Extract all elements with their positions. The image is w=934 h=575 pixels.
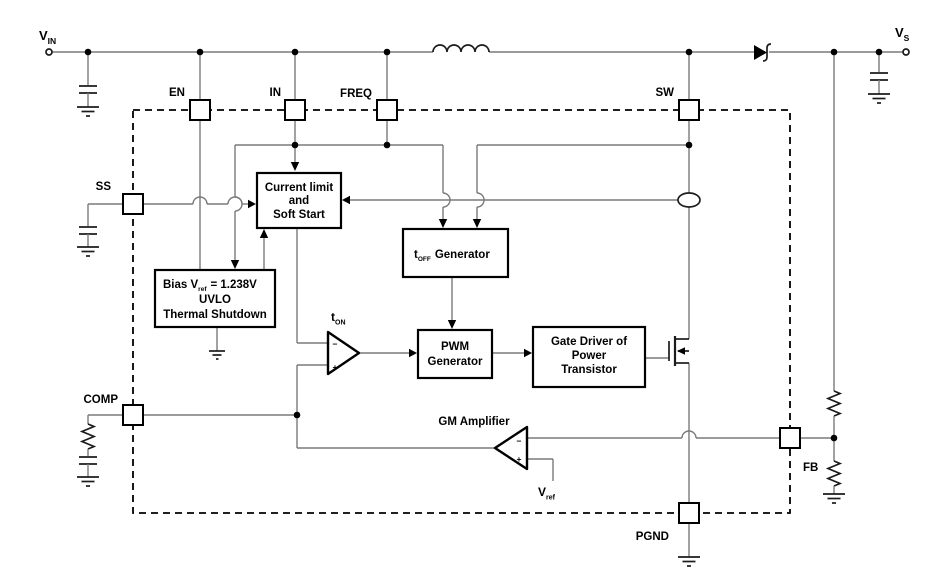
gm-minus-to-fb-wire <box>527 430 834 439</box>
resistor-icon <box>825 390 843 417</box>
freq-label: FREQ <box>340 88 372 100</box>
minus-sign: − <box>333 339 338 349</box>
vs-terminal <box>902 48 910 56</box>
ton-label: tON <box>331 310 346 327</box>
pin-en <box>189 99 211 121</box>
svg-text:Power: Power <box>572 350 607 362</box>
inductor-icon <box>432 44 490 53</box>
ground-icon <box>77 106 99 117</box>
ground-icon <box>209 350 225 360</box>
ground-icon <box>77 476 99 487</box>
resistor-icon <box>79 423 97 450</box>
ic-boundary <box>132 109 791 514</box>
vref-label: Vref <box>538 485 556 502</box>
vin-terminal <box>45 48 53 56</box>
comp-label: COMP <box>84 394 119 406</box>
plus-sign: + <box>517 454 522 464</box>
svg-text:Transistor: Transistor <box>561 364 617 376</box>
pin-in <box>284 99 306 121</box>
ss-label: SS <box>96 181 112 193</box>
gate-driver-block: Gate Driver of Power Transistor <box>531 325 647 389</box>
pwm-text: PWM <box>441 341 469 353</box>
ground-icon <box>77 246 99 257</box>
current-sense-icon <box>677 192 701 208</box>
resistor-icon <box>825 460 843 487</box>
diode-icon <box>754 43 772 62</box>
pin-ss <box>122 193 144 215</box>
svg-text:and: and <box>289 195 309 207</box>
comp-wire <box>143 364 495 449</box>
ground-icon <box>823 493 845 504</box>
bias-block: Bias Vref= 1.238V UVLO Thermal Shutdown <box>153 268 277 329</box>
vin-cap-branch <box>77 52 99 117</box>
gate-driver-text: Gate Driver of <box>551 336 627 348</box>
pwm-generator-block: PWM Generator <box>416 328 494 380</box>
junction-dots <box>84 48 883 442</box>
pgnd-label: PGND <box>636 531 669 543</box>
arrowheads <box>230 162 532 358</box>
pin-sw <box>678 99 700 121</box>
gm-amplifier: − + <box>493 425 529 471</box>
gm-plus-vref-wire <box>527 458 554 481</box>
pgnd-ground-branch <box>678 523 700 567</box>
pin-freq <box>376 99 398 121</box>
bias-text: Bias Vref= 1.238V <box>163 279 257 293</box>
svg-text:Soft Start: Soft Start <box>273 209 325 221</box>
pin-comp <box>122 404 144 426</box>
en-label: EN <box>169 87 185 99</box>
fb-divider-branch <box>823 52 845 504</box>
svg-text:UVLO: UVLO <box>199 294 231 306</box>
crossover-hop <box>681 430 697 439</box>
pin-fb <box>779 427 801 449</box>
current-limit-block: Current limit and Soft Start <box>255 171 343 230</box>
comp-rc-branch <box>77 414 123 487</box>
crossover-hop <box>234 196 243 212</box>
crossover-hop <box>192 196 208 205</box>
in-label: IN <box>270 87 282 99</box>
in-freq-bus-wire <box>234 144 451 261</box>
sw-label: SW <box>655 87 674 99</box>
pin-pgnd <box>678 502 700 524</box>
mosfet-icon <box>668 336 689 366</box>
fb-label: FB <box>803 462 818 474</box>
bias-ground-branch <box>209 327 225 360</box>
svg-text:Thermal Shutdown: Thermal Shutdown <box>163 309 267 321</box>
plus-sign: + <box>333 362 338 372</box>
vin-label: VIN <box>39 28 56 46</box>
ground-icon <box>678 556 700 567</box>
minus-sign: − <box>517 436 522 446</box>
ss-cap-branch <box>77 204 99 257</box>
ss-wire <box>88 196 248 205</box>
ground-icon <box>868 93 890 104</box>
crossover-hop <box>227 196 243 205</box>
ton-comparator: − + <box>326 330 361 376</box>
vs-label: VS <box>895 25 910 43</box>
sw-to-toff-wire <box>476 144 689 220</box>
svg-text:Generator: Generator <box>428 356 483 368</box>
current-limit-to-ton-wire <box>296 228 328 344</box>
gm-amplifier-label: GM Amplifier <box>438 416 510 428</box>
current-limit-text: Current limit <box>265 182 334 194</box>
vs-cap-branch <box>868 52 890 104</box>
